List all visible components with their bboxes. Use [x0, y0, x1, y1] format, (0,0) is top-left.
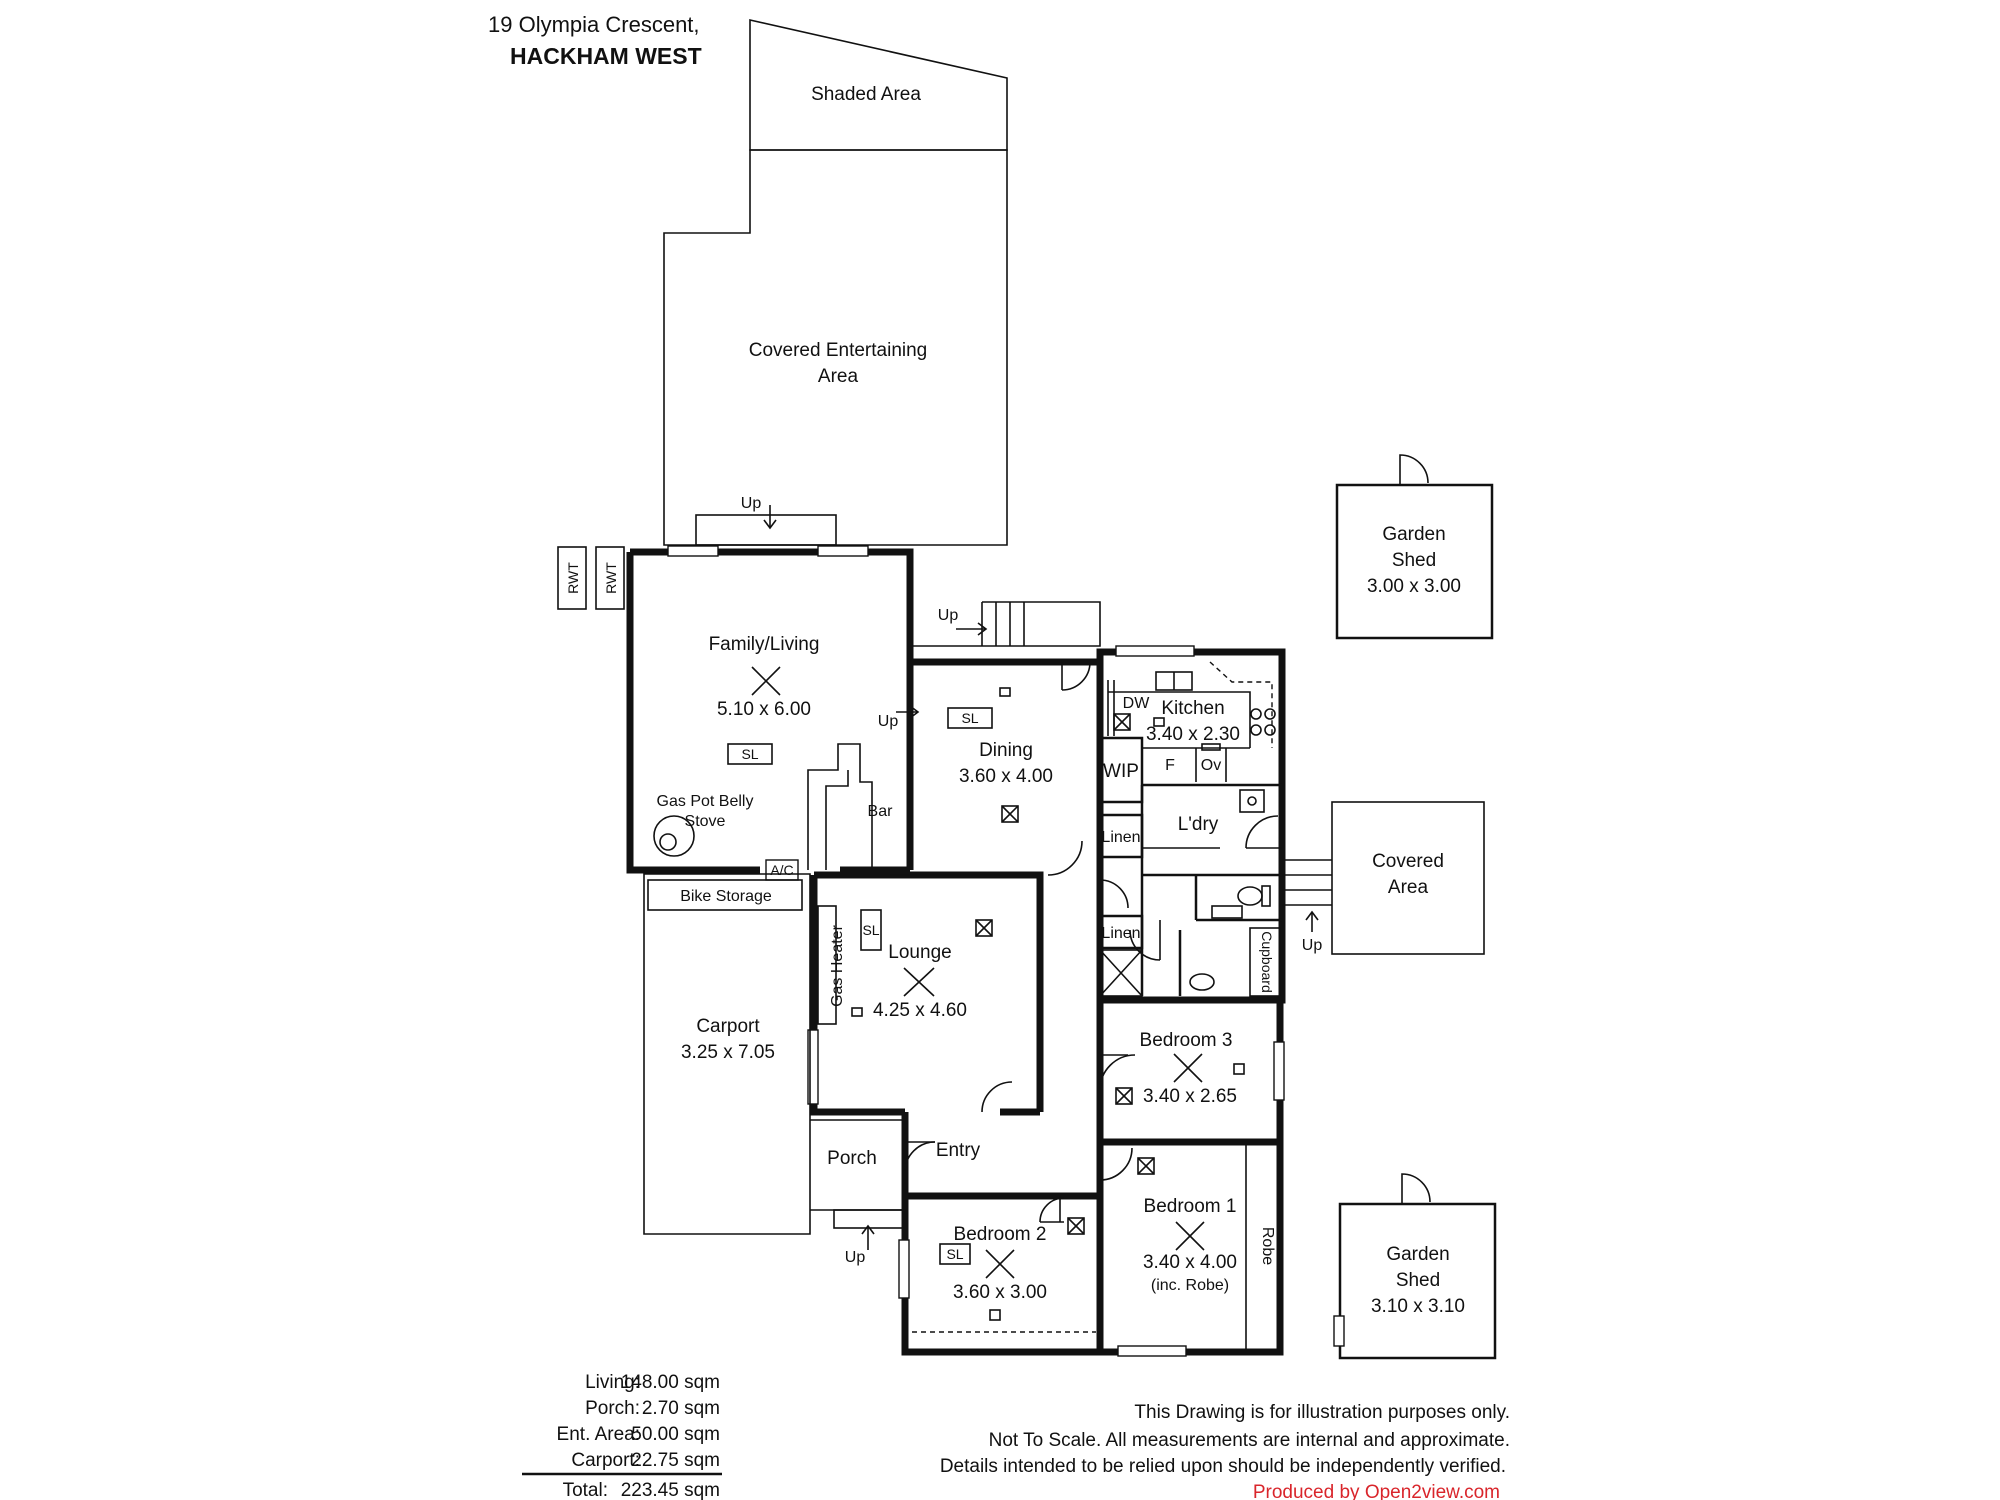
bedroom-1: Robe Bedroom 1 3.40 x 4.00 (inc. Robe) — [1096, 1138, 1284, 1357]
area-value-porch: 2.70 sqm — [642, 1398, 720, 1419]
area-label-living: Living: — [585, 1372, 640, 1393]
bike-storage-label: Bike Storage — [680, 888, 772, 905]
dining-label: Dining — [979, 740, 1033, 761]
bedroom2-label: Bedroom 2 — [954, 1224, 1047, 1245]
shaded-area-label: Shaded Area — [811, 84, 921, 105]
bike-storage: Bike Storage — [647, 879, 803, 911]
linen-label-1: Linen — [1101, 829, 1140, 846]
rainwater-tanks: RWT RWT — [557, 546, 625, 610]
porch-label: Porch — [827, 1148, 877, 1169]
covered-entertaining-label-2: Area — [818, 366, 859, 387]
skylight-dining: SL — [961, 710, 978, 726]
laundry: L'dry Cupboard — [1099, 785, 1286, 1004]
ac-label: A/C — [770, 862, 793, 878]
side-steps: Up — [910, 601, 1101, 647]
skylight-lounge: SL — [862, 922, 879, 938]
dining-dim: 3.60 x 4.00 — [959, 766, 1053, 787]
covered-area-label-2: Area — [1388, 877, 1429, 898]
bedroom2-dim: 3.60 x 3.00 — [953, 1282, 1047, 1303]
stove-label-2: Stove — [685, 813, 726, 830]
up-label-east: Up — [1302, 937, 1323, 954]
covered-area-label: Covered — [1372, 851, 1444, 872]
disclaimer-line-3: Details intended to be relied upon shoul… — [940, 1456, 1506, 1477]
up-label-porch: Up — [845, 1249, 866, 1266]
bedroom-2: SL Bedroom 2 3.60 x 3.00 — [898, 1192, 1104, 1356]
kitchen-dim: 3.40 x 2.30 — [1146, 724, 1240, 745]
area-value-ent: 50.00 sqm — [631, 1424, 720, 1445]
shed-a-label-2: Shed — [1392, 550, 1436, 571]
covered-area-east: Covered Area Up — [1282, 801, 1485, 955]
dining-room: SL Dining 3.60 x 4.00 — [910, 650, 1104, 1112]
bedroom1-label: Bedroom 1 — [1144, 1196, 1237, 1217]
garden-shed-a: Garden Shed 3.00 x 3.00 — [1335, 454, 1494, 640]
rwt-label-2: RWT — [603, 562, 619, 594]
area-value-total: 223.45 sqm — [621, 1480, 720, 1500]
garden-shed-b: Garden Shed 3.10 x 3.10 — [1333, 1173, 1497, 1360]
bedroom1-note: (inc. Robe) — [1151, 1277, 1229, 1294]
gas-heater-label: Gas Heater — [829, 924, 846, 1006]
up-label-rear: Up — [741, 495, 762, 512]
laundry-label: L'dry — [1178, 814, 1219, 835]
shed-b-label-2: Shed — [1396, 1270, 1440, 1291]
address-suburb: HACKHAM WEST — [510, 43, 702, 69]
covered-entertaining-label: Covered Entertaining — [749, 340, 928, 361]
skylight-family: SL — [741, 746, 758, 762]
disclaimer-line-1: This Drawing is for illustration purpose… — [1134, 1402, 1510, 1423]
lounge-label: Lounge — [888, 942, 951, 963]
area-label-porch: Porch: — [585, 1398, 640, 1419]
up-label-side: Up — [938, 607, 959, 624]
porch: Porch Up — [810, 1119, 907, 1266]
bedroom-3: Bedroom 3 3.40 x 2.65 — [1096, 996, 1285, 1146]
stove-label-1: Gas Pot Belly — [657, 793, 754, 810]
robe-label: Robe — [1259, 1227, 1276, 1265]
walk-in-pantry: WIP — [1098, 680, 1144, 804]
disclaimer-line-2: Not To Scale. All measurements are inter… — [989, 1430, 1510, 1451]
entry: Entry — [901, 1000, 1104, 1196]
family-living-room: Bar Gas Pot Belly Stove SL Family/Living… — [626, 545, 920, 881]
carport-dim: 3.25 x 7.05 — [681, 1042, 775, 1063]
shed-a-dim: 3.00 x 3.00 — [1367, 576, 1461, 597]
bar-label: Bar — [868, 803, 894, 820]
bedroom3-label: Bedroom 3 — [1140, 1030, 1233, 1051]
bedroom3-dim: 3.40 x 2.65 — [1143, 1086, 1237, 1107]
rwt-label-1: RWT — [565, 562, 581, 594]
kitchen-label: Kitchen — [1161, 698, 1224, 719]
fridge-label: F — [1165, 757, 1175, 774]
area-label-carport: Carport: — [571, 1450, 640, 1471]
shaded-area: Shaded Area — [749, 18, 1008, 151]
dishwasher-label: DW — [1123, 695, 1151, 712]
linen-label-2: Linen — [1101, 925, 1140, 942]
address-street: 19 Olympia Crescent, — [488, 12, 700, 37]
area-label-total: Total: — [563, 1480, 608, 1500]
area-summary: Living: 148.00 sqm Porch: 2.70 sqm Ent. … — [522, 1372, 722, 1500]
shed-b-label: Garden — [1386, 1244, 1449, 1265]
wip-label: WIP — [1103, 761, 1139, 782]
family-living-label: Family/Living — [709, 634, 820, 655]
rear-step: Up — [695, 495, 837, 546]
lounge: Gas Heater SL Lounge 4.25 x 4.60 — [807, 840, 1083, 1116]
lounge-dim: 4.25 x 4.60 — [873, 1000, 967, 1021]
shed-b-dim: 3.10 x 3.10 — [1371, 1296, 1465, 1317]
producer-credit: Produced by Open2view.com — [1253, 1482, 1500, 1500]
cupboard-label: Cupboard — [1259, 931, 1275, 993]
entry-label: Entry — [936, 1140, 981, 1161]
covered-entertaining-area: Covered Entertaining Area — [663, 149, 1008, 546]
shed-a-label: Garden — [1382, 524, 1445, 545]
area-value-carport: 22.75 sqm — [631, 1450, 720, 1471]
up-label-family: Up — [878, 713, 899, 730]
bedroom1-dim: 3.40 x 4.00 — [1143, 1252, 1237, 1273]
skylight-bedroom2: SL — [946, 1246, 963, 1262]
area-label-ent: Ent. Area: — [557, 1424, 640, 1445]
area-value-living: 148.00 sqm — [621, 1372, 720, 1393]
disclaimer: This Drawing is for illustration purpose… — [940, 1402, 1510, 1500]
linen-cupboards: Linen Linen — [1098, 813, 1144, 997]
family-living-dim: 5.10 x 6.00 — [717, 699, 811, 720]
carport-label: Carport — [696, 1016, 760, 1037]
carport: Carport 3.25 x 7.05 — [643, 873, 811, 1235]
oven-label: Ov — [1201, 757, 1221, 774]
